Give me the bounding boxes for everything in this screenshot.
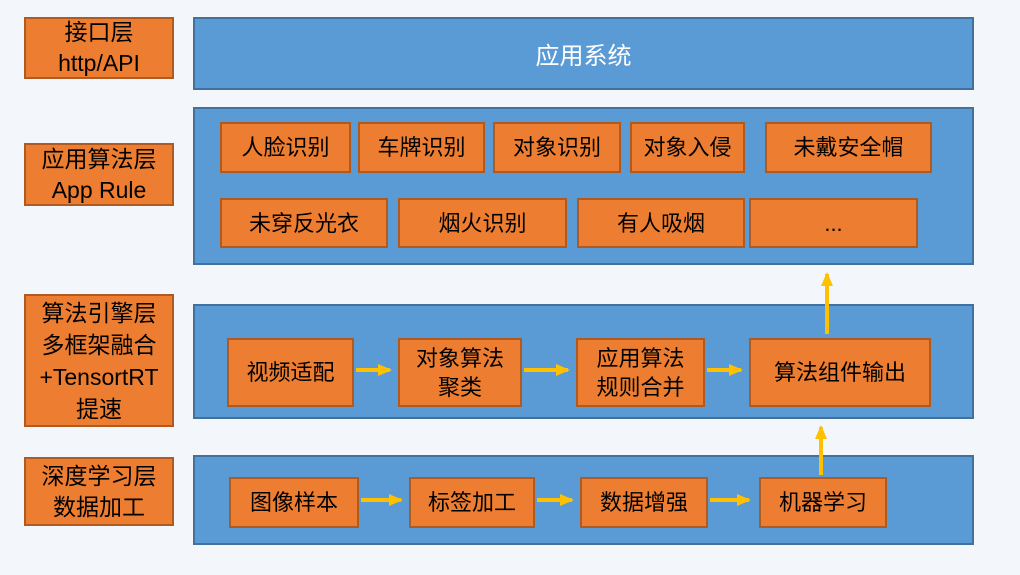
layer-label-interface: 接口层 http/API <box>24 17 174 79</box>
box-more-algorithms-label: ... <box>824 210 843 236</box>
box-video-adaptation-label: 视频适配 <box>246 360 335 385</box>
box-algorithm-component-output-label: 算法组件输出 <box>773 360 906 385</box>
box-image-samples-label: 图像样本 <box>249 490 338 515</box>
box-face-recognition: 人脸识别 <box>220 122 351 173</box>
box-object-intrusion: 对象入侵 <box>630 122 745 173</box>
box-data-augmentation: 数据增强 <box>580 477 708 528</box>
layer-label-deep-learning-text: 深度学习层 数据加工 <box>41 462 157 520</box>
panel-app-system: 应用系统 <box>193 17 974 90</box>
box-plate-recognition-label: 车牌识别 <box>377 135 466 160</box>
box-app-rule-merge: 应用算法 规则合并 <box>576 338 705 407</box>
layer-label-engine: 算法引擎层 多框架融合 +TensortRT 提速 <box>24 294 174 427</box>
app-system-title: 应用系统 <box>535 43 632 70</box>
box-object-algorithm-clustering: 对象算法 聚类 <box>398 338 522 407</box>
layer-label-interface-text: 接口层 http/API <box>58 19 140 76</box>
box-object-recognition-label: 对象识别 <box>512 135 601 160</box>
box-machine-learning: 机器学习 <box>759 477 887 528</box>
box-object-algorithm-clustering-label: 对象算法 聚类 <box>415 345 504 400</box>
panel-engine: 视频适配 对象算法 聚类 应用算法 规则合并 算法组件输出 <box>193 304 974 419</box>
box-label-processing: 标签加工 <box>409 477 535 528</box>
box-no-reflective-vest: 未穿反光衣 <box>220 198 388 248</box>
box-smoke-fire-recognition: 烟火识别 <box>398 198 567 248</box>
box-smoke-fire-recognition-label: 烟火识别 <box>438 210 527 236</box>
box-smoking-detection: 有人吸烟 <box>577 198 745 248</box>
layer-label-app-rule: 应用算法层 App Rule <box>24 143 174 206</box>
box-machine-learning-label: 机器学习 <box>778 490 867 515</box>
box-no-helmet: 未戴安全帽 <box>765 122 932 173</box>
layer-label-engine-text: 算法引擎层 多框架融合 +TensortRT 提速 <box>39 299 159 422</box>
box-label-processing-label: 标签加工 <box>427 490 516 515</box>
layer-label-deep-learning: 深度学习层 数据加工 <box>24 457 174 526</box>
box-more-algorithms: ... <box>749 198 918 248</box>
box-no-reflective-vest-label: 未穿反光衣 <box>248 210 359 236</box>
panel-app-algorithms: 人脸识别 车牌识别 对象识别 对象入侵 未戴安全帽 未穿反光衣 烟火识别 有人吸… <box>193 107 974 265</box>
box-algorithm-component-output: 算法组件输出 <box>749 338 931 407</box>
panel-data: 图像样本 标签加工 数据增强 机器学习 <box>193 455 974 545</box>
box-object-recognition: 对象识别 <box>493 122 621 173</box>
box-object-intrusion-label: 对象入侵 <box>643 135 732 160</box>
box-plate-recognition: 车牌识别 <box>358 122 485 173</box>
box-image-samples: 图像样本 <box>229 477 359 528</box>
box-smoking-detection-label: 有人吸烟 <box>616 210 705 236</box>
box-app-rule-merge-label: 应用算法 规则合并 <box>596 345 685 400</box>
layer-label-app-rule-text: 应用算法层 App Rule <box>41 145 157 203</box>
box-data-augmentation-label: 数据增强 <box>599 490 688 515</box>
box-video-adaptation: 视频适配 <box>227 338 354 407</box>
box-no-helmet-label: 未戴安全帽 <box>793 135 904 160</box>
box-face-recognition-label: 人脸识别 <box>241 135 330 160</box>
